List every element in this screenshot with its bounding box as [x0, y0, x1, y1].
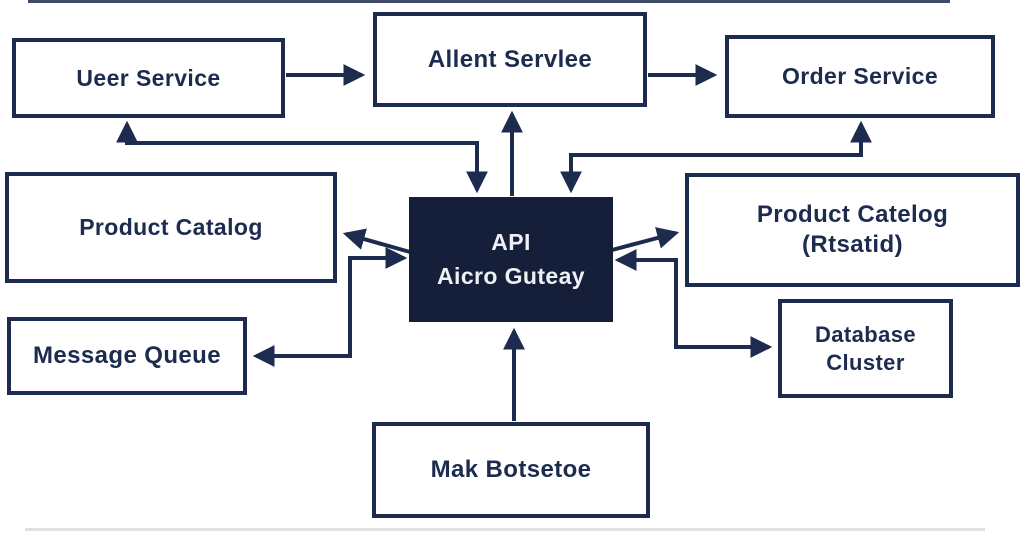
bottom-border-line [25, 528, 985, 531]
arrow-api-order-elbow [560, 120, 872, 194]
node-product-catalog-replica: Product Catelog (Rtsatid) [685, 173, 1020, 287]
arrow-api-database-elbow [614, 249, 773, 358]
top-border-line [28, 0, 950, 3]
message-queue-label: Message Queue [33, 342, 221, 369]
backing-service-label: Mak Botsetoe [430, 456, 592, 483]
client-service-label: Allent Servlee [427, 45, 593, 73]
node-order-service: Order Service [725, 35, 995, 118]
node-database-cluster: Database Cluster [778, 299, 953, 398]
node-client-service: Allent Servlee [373, 12, 647, 107]
node-user-service: Ueer Service [12, 38, 285, 118]
catalog-replica-label-line1: Product Catelog [756, 201, 949, 228]
node-message-queue: Message Queue [7, 317, 247, 395]
api-gateway-label-line1: API [491, 229, 531, 256]
database-cluster-label-line1: Database [814, 322, 917, 347]
order-service-label: Order Service [781, 63, 939, 90]
node-api-gateway: API Aicro Guteay [409, 197, 613, 322]
api-gateway-label-line2: Aicro Guteay [437, 262, 585, 289]
product-catalog-label: Product Catalog [79, 214, 263, 241]
database-cluster-label-line2: Cluster [826, 349, 905, 375]
user-service-label: Ueer Service [76, 64, 221, 91]
arrow-api-to-catalog-replica [611, 227, 680, 252]
arrow-api-to-product-catalog [342, 228, 411, 254]
catalog-replica-label-line2: (Rtsatid) [802, 231, 903, 258]
arrow-api-message-queue-elbow [252, 247, 408, 367]
node-backing-service: Mak Botsetoe [372, 422, 650, 518]
arrow-api-user-elbow [116, 120, 488, 194]
node-product-catalog: Product Catalog [5, 172, 337, 283]
